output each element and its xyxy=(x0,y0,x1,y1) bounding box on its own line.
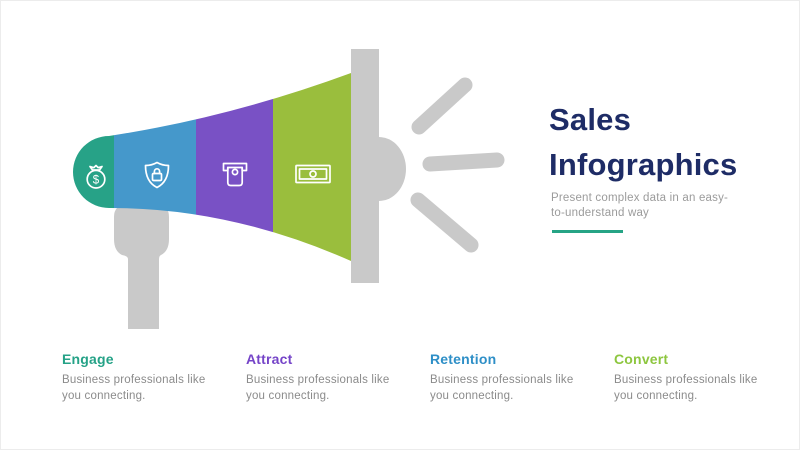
subtitle-line1: Present complex data in an easy- xyxy=(551,192,729,204)
shield-lock-icon xyxy=(144,161,170,189)
megaphone-bar xyxy=(351,49,379,283)
column-body-line1: Business professionals like xyxy=(614,374,758,386)
column-attract: Attract Business professionals like you … xyxy=(246,351,406,404)
subtitle: Present complex data in an easy- to-unde… xyxy=(551,191,766,220)
column-convert: Convert Business professionals like you … xyxy=(614,351,774,404)
column-body-line1: Business professionals like xyxy=(246,374,390,386)
column-heading: Engage xyxy=(62,351,114,367)
segment-retention xyxy=(196,73,273,261)
subtitle-line2: to-understand way xyxy=(551,206,650,219)
column-heading: Convert xyxy=(614,351,669,367)
banknote-icon xyxy=(295,164,331,184)
megaphone-bump xyxy=(379,137,406,201)
column-retention: Retention Business professionals like yo… xyxy=(430,351,590,404)
column-body-line2: you connecting. xyxy=(62,389,146,402)
segment-engage xyxy=(73,73,114,261)
sound-line-middle xyxy=(422,152,505,172)
column-heading: Attract xyxy=(246,351,293,367)
column-body-line2: you connecting. xyxy=(246,389,330,402)
legend-columns: Engage Business professionals like you c… xyxy=(1,351,799,421)
column-body: Business professionals like you connecti… xyxy=(246,373,406,404)
column-body-line2: you connecting. xyxy=(614,389,698,402)
column-body: Business professionals like you connecti… xyxy=(614,373,774,404)
column-heading: Retention xyxy=(430,351,497,367)
megaphone-handle xyxy=(114,205,169,329)
atm-slot-icon xyxy=(222,162,248,187)
column-engage: Engage Business professionals like you c… xyxy=(62,351,222,404)
segment-convert xyxy=(273,73,351,261)
sound-line-top xyxy=(411,77,473,135)
column-body-line1: Business professionals like xyxy=(430,374,574,386)
column-body-line1: Business professionals like xyxy=(62,374,206,386)
sound-line-bottom xyxy=(410,192,479,253)
column-body-line2: you connecting. xyxy=(430,389,514,402)
dollar-glyph: $ xyxy=(93,174,100,186)
sound-lines xyxy=(410,77,505,253)
column-body: Business professionals like you connecti… xyxy=(62,373,222,404)
column-body: Business professionals like you connecti… xyxy=(430,373,590,404)
page-title-line2: Infographics xyxy=(549,147,738,182)
page-title-line1: Sales xyxy=(549,102,632,137)
title-block: Sales Infographics xyxy=(549,97,779,187)
title-underline xyxy=(552,230,623,233)
money-bag-icon: $ xyxy=(86,164,106,189)
